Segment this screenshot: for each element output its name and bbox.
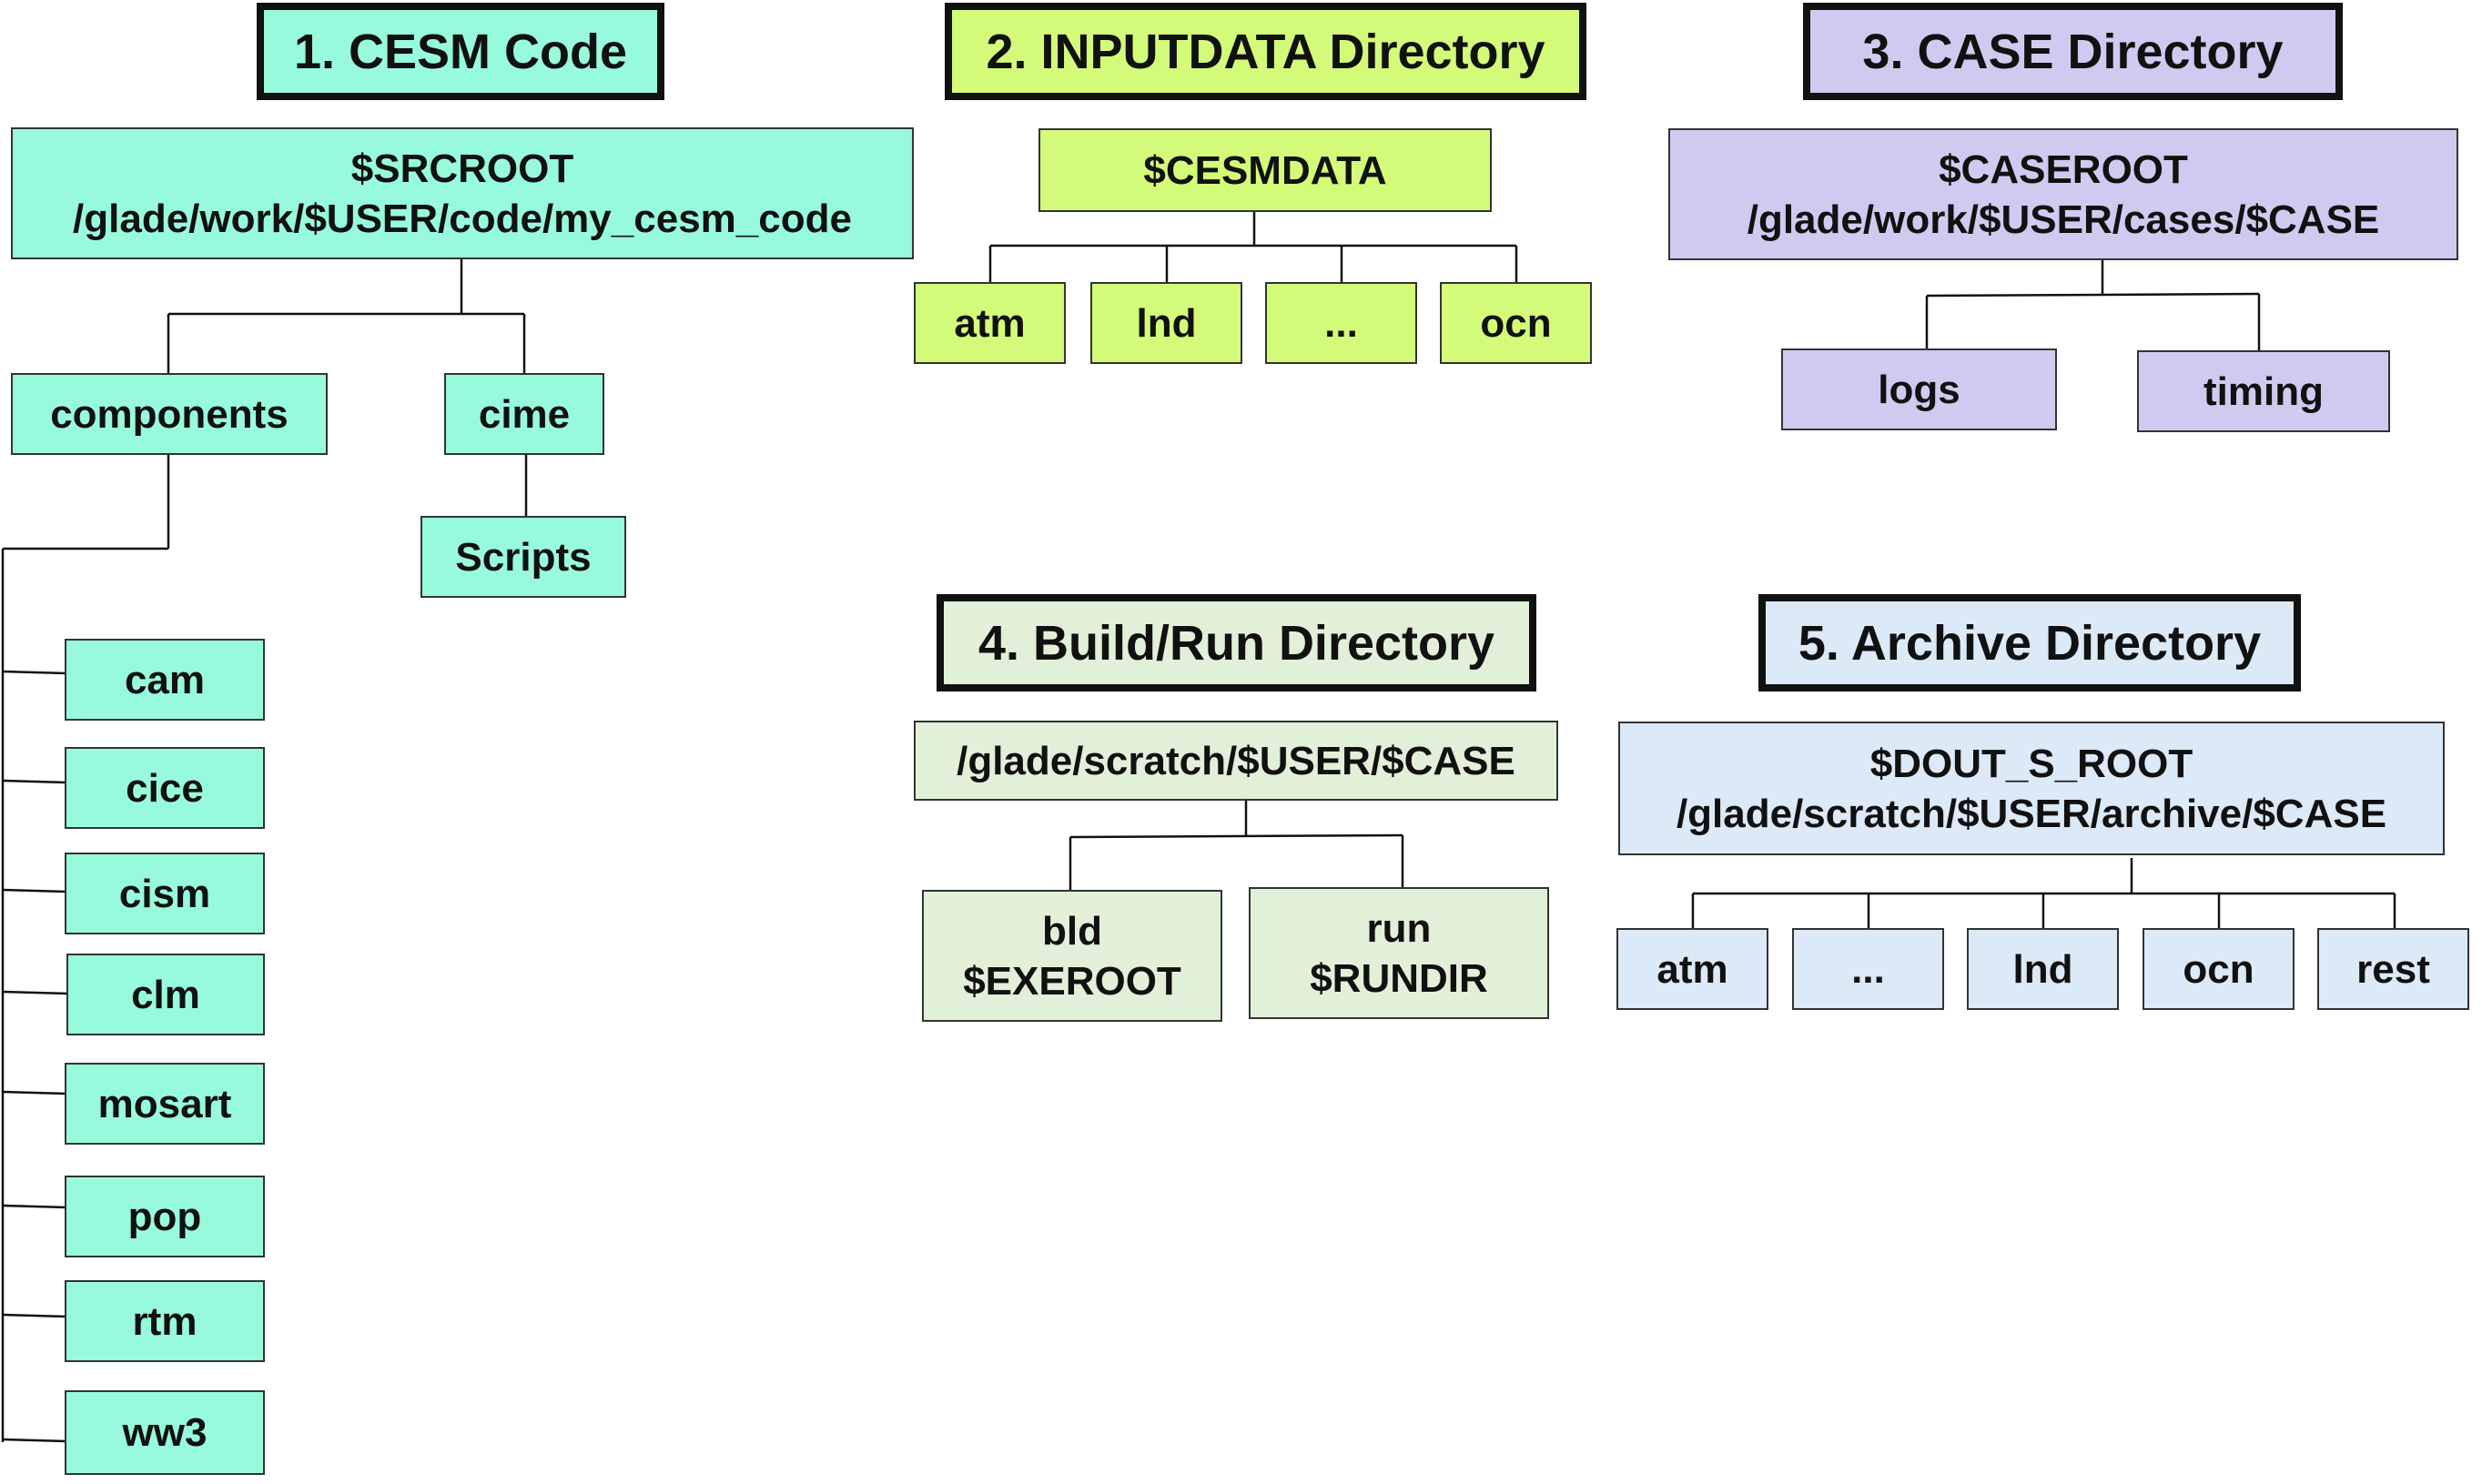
component-cice-box: cice (65, 747, 265, 829)
component-ww3-box: ww3 (65, 1390, 265, 1475)
dout-s-root-box: $DOUT_S_ROOT /glade/scratch/$USER/archiv… (1618, 722, 2445, 855)
build-run-header: 4. Build/Run Directory (937, 594, 1536, 692)
srcroot-box: $SRCROOT /glade/work/$USER/code/my_cesm_… (11, 127, 914, 259)
case-logs-box: logs (1781, 348, 2057, 430)
bld-exeroot-box: bld $EXEROOT (922, 890, 1222, 1022)
cesm-code-header: 1. CESM Code (257, 3, 664, 100)
inputdata-lnd-box: lnd (1090, 282, 1242, 364)
caseroot-path: /glade/work/$USER/cases/$CASE (1747, 197, 2380, 242)
archive-path: /glade/scratch/$USER/archive/$CASE (1676, 791, 2387, 836)
component-cism-box: cism (65, 853, 265, 934)
archive-lnd-box: lnd (1967, 928, 2119, 1010)
run-label: run (1366, 905, 1432, 951)
scripts-box: Scripts (420, 516, 626, 598)
rundir-label: $RUNDIR (1310, 955, 1488, 1001)
dout-s-root-label: $DOUT_S_ROOT (1869, 741, 2193, 786)
srcroot-label: $SRCROOT (350, 146, 574, 191)
component-cam-box: cam (65, 639, 265, 721)
component-pop-box: pop (65, 1176, 265, 1257)
archive-rest-box: rest (2317, 928, 2469, 1010)
caseroot-box: $CASEROOT /glade/work/$USER/cases/$CASE (1668, 128, 2458, 260)
archive-ellipsis-box: ... (1792, 928, 1944, 1010)
case-directory-header: 3. CASE Directory (1803, 3, 2343, 100)
srcroot-path: /glade/work/$USER/code/my_cesm_code (73, 196, 852, 241)
archive-header: 5. Archive Directory (1758, 594, 2301, 692)
component-rtm-box: rtm (65, 1280, 265, 1362)
build-run-root-box: /glade/scratch/$USER/$CASE (914, 721, 1558, 801)
inputdata-header: 2. INPUTDATA Directory (945, 3, 1586, 100)
component-clm-box: clm (66, 954, 265, 1035)
inputdata-ocn-box: ocn (1440, 282, 1592, 364)
cesmdata-box: $CESMDATA (1038, 128, 1492, 212)
case-timing-box: timing (2137, 350, 2390, 432)
inputdata-atm-box: atm (914, 282, 1066, 364)
components-box: components (11, 373, 328, 455)
bld-label: bld (1042, 908, 1102, 954)
cime-box: cime (444, 373, 604, 455)
component-mosart-box: mosart (65, 1063, 265, 1145)
archive-atm-box: atm (1616, 928, 1768, 1010)
inputdata-ellipsis-box: ... (1265, 282, 1417, 364)
run-rundir-box: run $RUNDIR (1249, 887, 1549, 1019)
exeroot-label: $EXEROOT (963, 958, 1181, 1004)
caseroot-label: $CASEROOT (1939, 146, 2188, 192)
archive-ocn-box: ocn (2143, 928, 2295, 1010)
